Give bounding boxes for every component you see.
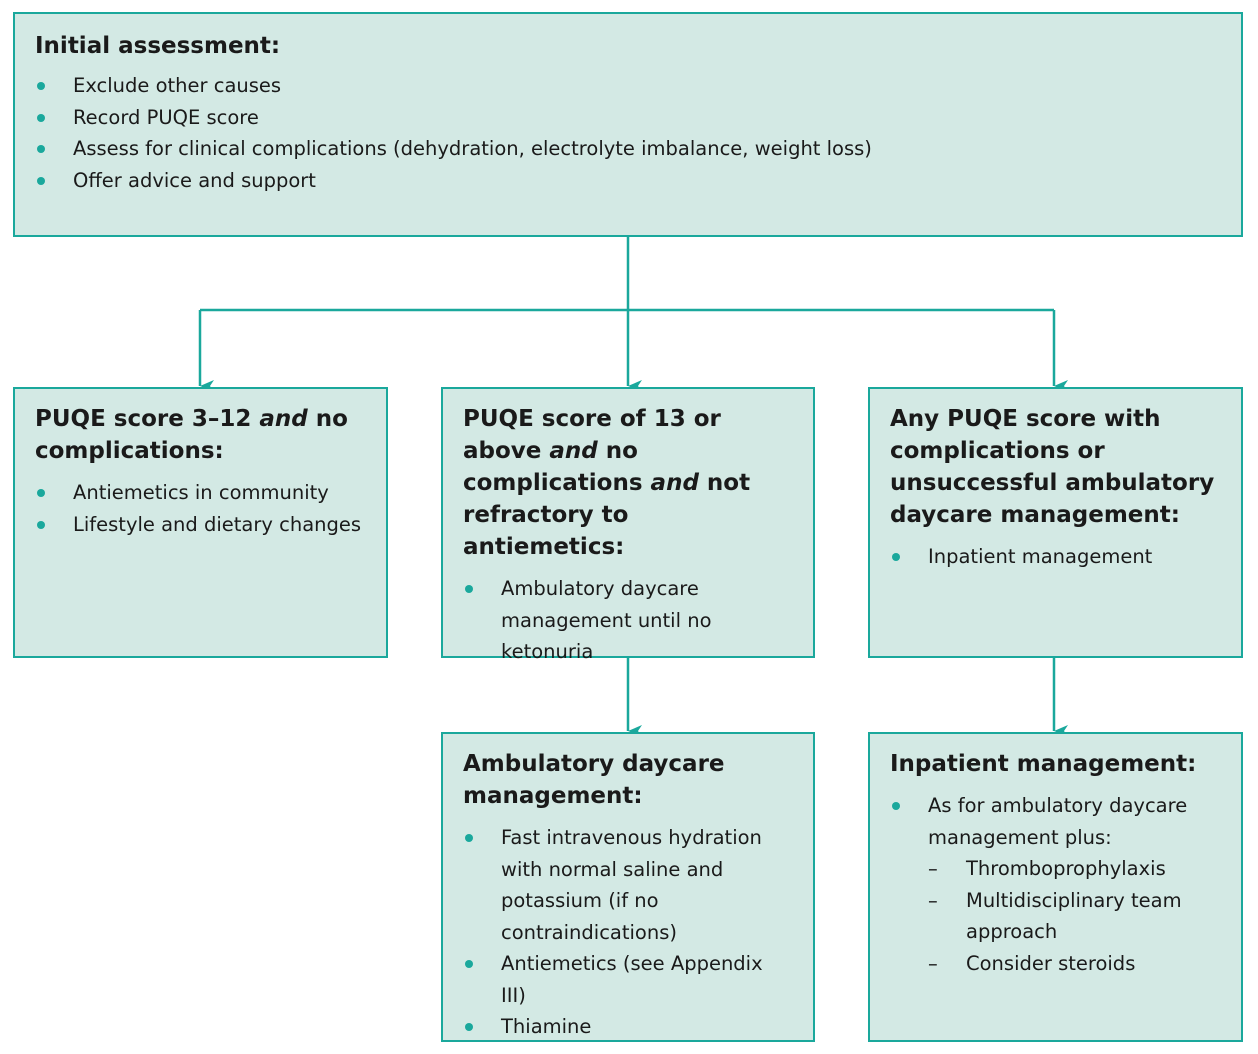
list-item: Thiamine — [463, 1011, 793, 1043]
list-item: Assess for clinical complications (dehyd… — [35, 133, 1221, 165]
complications-list: Inpatient management — [890, 541, 1221, 573]
list-item: Ambulatory daycare management until no k… — [463, 573, 793, 668]
ambulatory-care-box: Ambulatory daycare management: Fast intr… — [441, 732, 815, 1042]
inpatient-lead-text: As for ambulatory daycare management plu… — [928, 794, 1188, 849]
high-score-list: Ambulatory daycare management until no k… — [463, 573, 793, 668]
sub-list-item: Thromboprophylaxis — [928, 853, 1221, 885]
sub-list-item: Multidisciplinary team approach — [928, 885, 1221, 948]
ambulatory-care-title: Ambulatory daycare management: — [463, 751, 725, 809]
inpatient-sublist: Thromboprophylaxis Multidisciplinary tea… — [928, 853, 1221, 979]
initial-assessment-title: Initial assessment: — [35, 33, 281, 59]
list-item: Fast intravenous hydration with normal s… — [463, 822, 793, 948]
list-item: Offer advice and support — [35, 165, 1221, 197]
list-item: Antiemetics (see Appendix III) — [463, 948, 793, 1011]
list-item: Antiemetics in community — [35, 477, 366, 509]
sub-list-item: Consider steroids — [928, 948, 1221, 980]
inpatient-management-title: Inpatient management: — [890, 751, 1197, 777]
initial-assessment-list: Exclude other causes Record PUQE score A… — [35, 70, 1221, 196]
ambulatory-care-list: Fast intravenous hydration with normal s… — [463, 822, 793, 1043]
inpatient-management-list: As for ambulatory daycare management plu… — [890, 790, 1221, 979]
low-score-list: Antiemetics in community Lifestyle and d… — [35, 477, 366, 540]
initial-assessment-box: Initial assessment: Exclude other causes… — [13, 12, 1243, 237]
high-score-box: PUQE score of 13 or above and no complic… — [441, 387, 815, 663]
inpatient-management-box: Inpatient management: As for ambulatory … — [868, 732, 1243, 1042]
list-item: As for ambulatory daycare management plu… — [890, 790, 1221, 979]
list-item: Record PUQE score — [35, 102, 1221, 134]
complications-box: Any PUQE score with complications or uns… — [868, 387, 1243, 658]
list-item: Inpatient management — [890, 541, 1221, 573]
list-item: Exclude other causes — [35, 70, 1221, 102]
low-score-box: PUQE score 3–12 and no complications: An… — [13, 387, 388, 658]
complications-title: Any PUQE score with complications or uns… — [890, 406, 1215, 528]
high-score-title: PUQE score of 13 or above and no complic… — [463, 406, 751, 560]
list-item: Lifestyle and dietary changes — [35, 509, 366, 541]
low-score-title: PUQE score 3–12 and no complications: — [35, 406, 348, 464]
